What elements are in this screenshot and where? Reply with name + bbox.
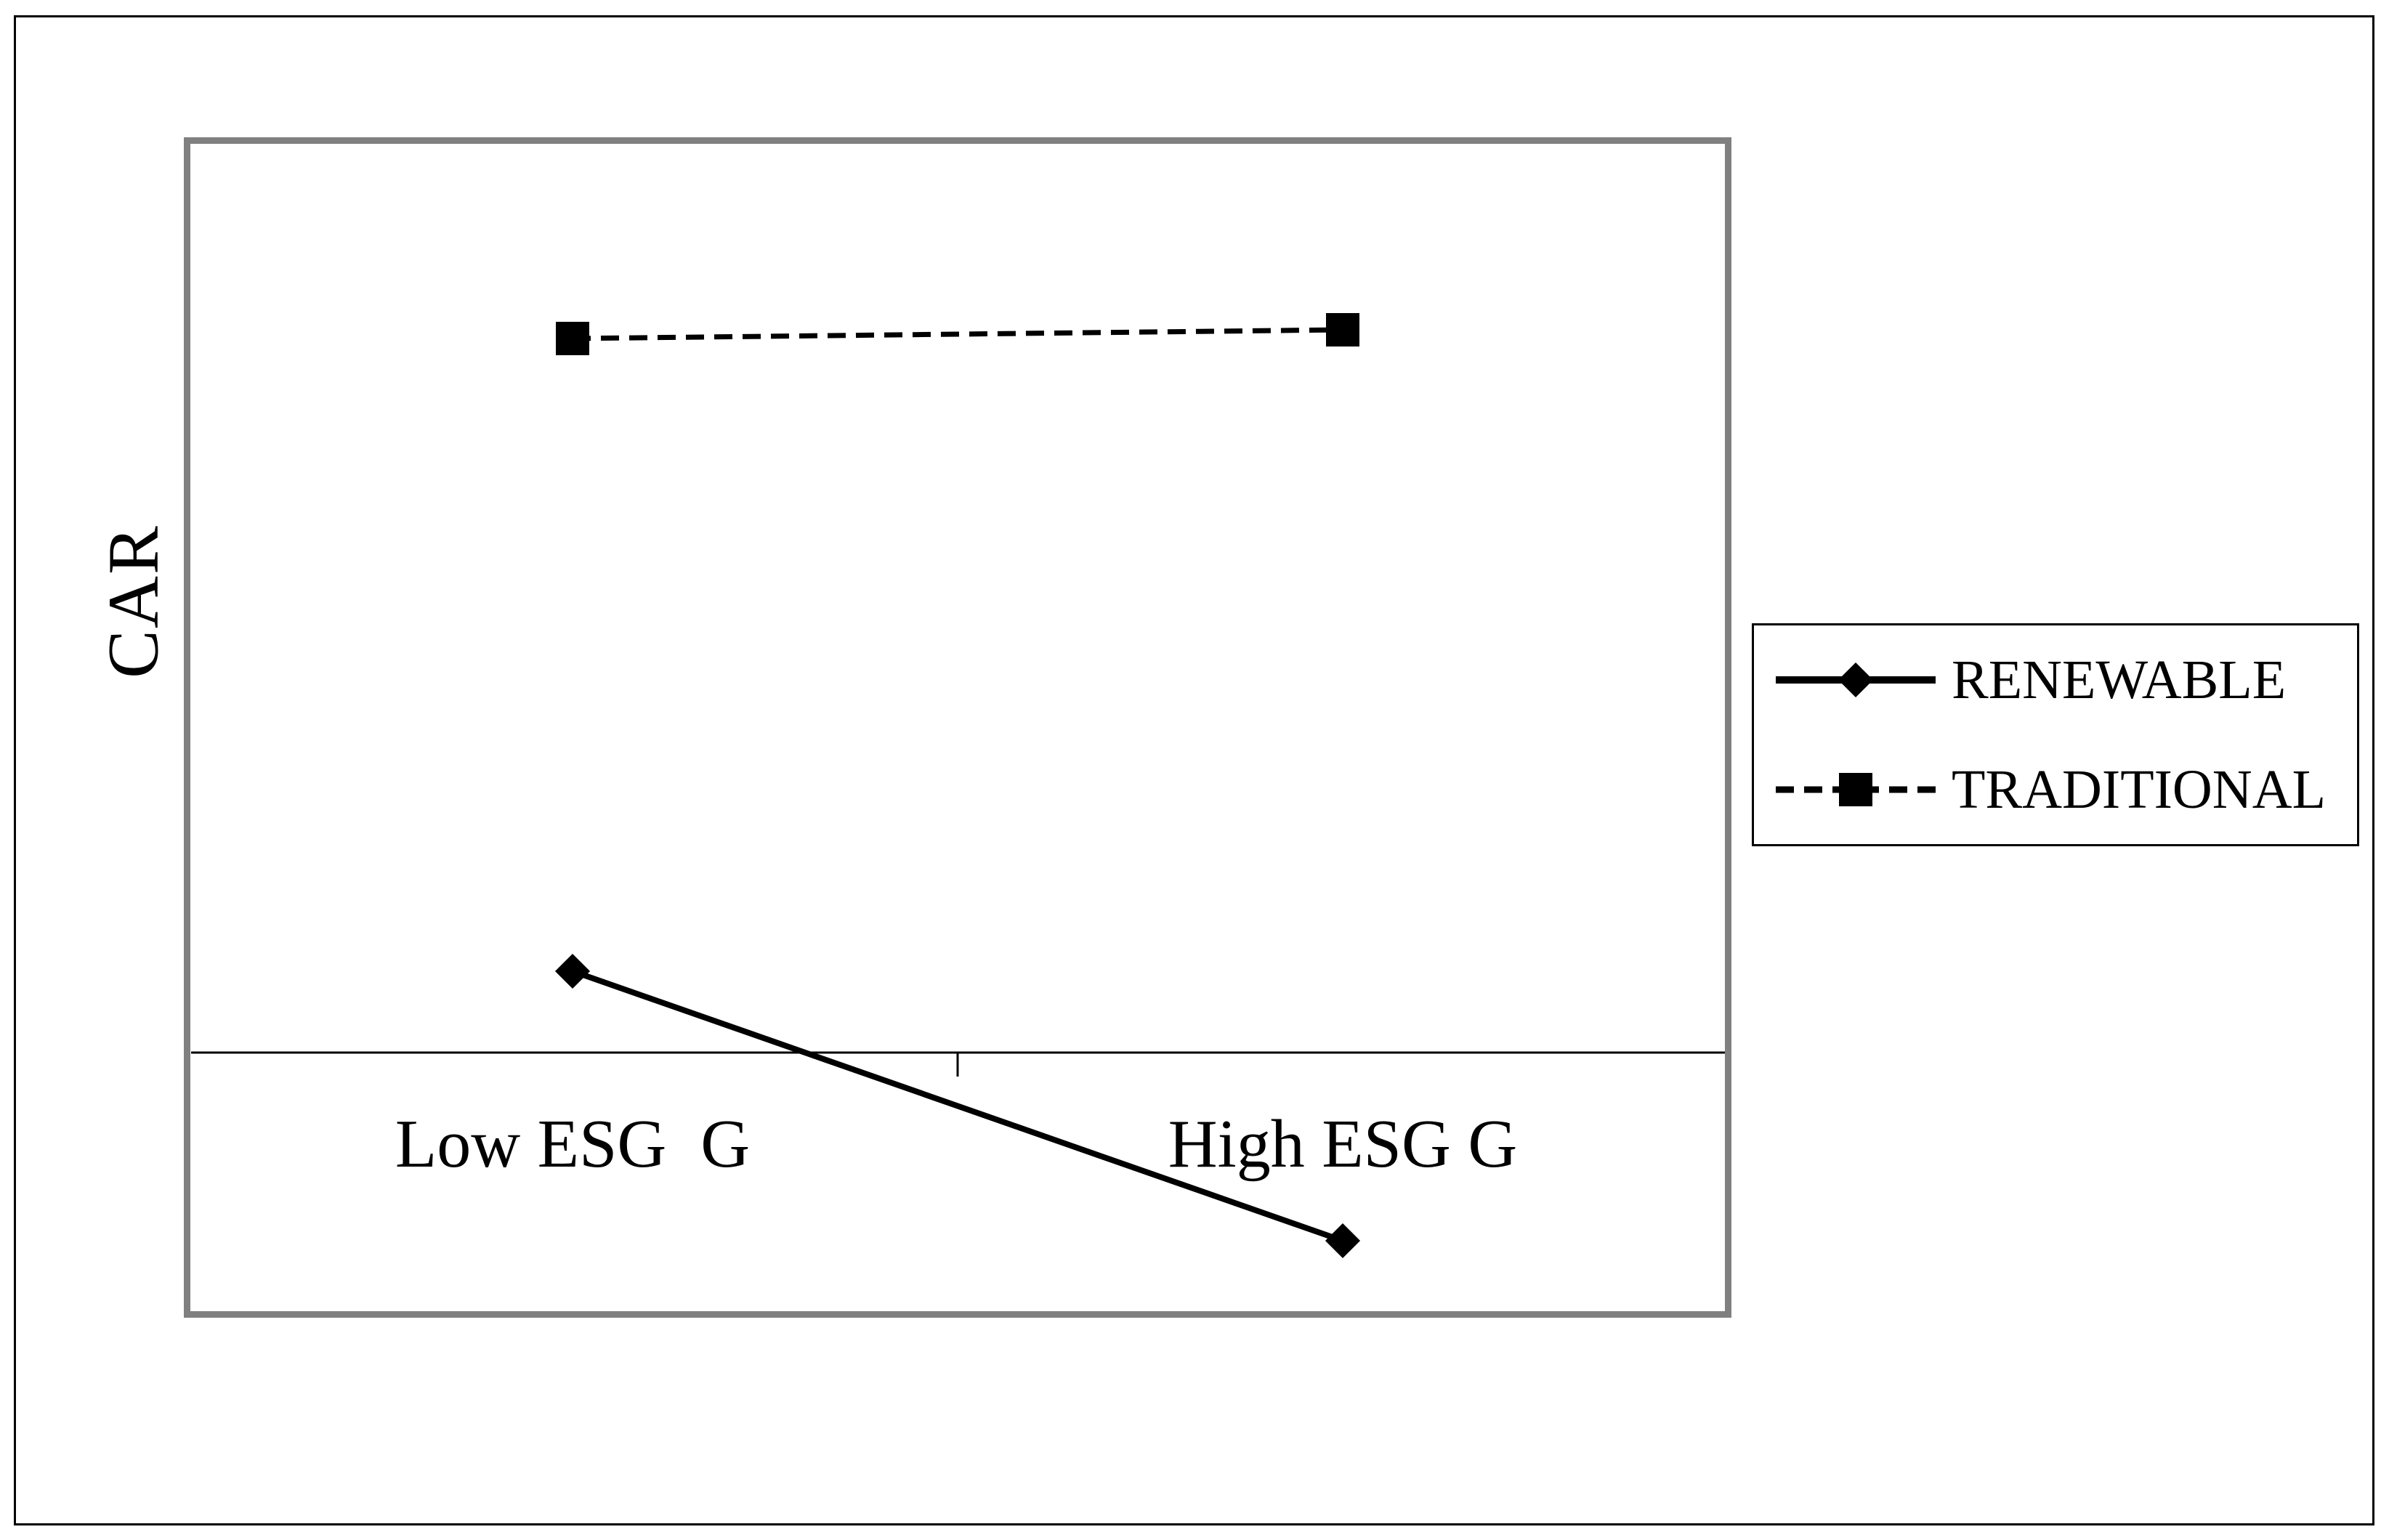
- x-axis-label-low-esg: Low ESG G: [395, 1106, 751, 1182]
- legend-label-renewable: RENEWABLE: [1952, 649, 2287, 711]
- renewable-solid-diamond-line-icon: [1776, 662, 1936, 698]
- legend-row-traditional: TRADITIONAL: [1776, 735, 2357, 845]
- x-axis-label-high-esg: High ESG G: [1168, 1106, 1518, 1182]
- legend: RENEWABLE TRADITIONAL: [1752, 623, 2359, 846]
- traditional-dashed-square-line-icon: [1776, 772, 1936, 806]
- legend-row-renewable: RENEWABLE: [1776, 625, 2357, 735]
- legend-label-traditional: TRADITIONAL: [1952, 758, 2327, 820]
- y-axis-label: CAR: [92, 524, 174, 678]
